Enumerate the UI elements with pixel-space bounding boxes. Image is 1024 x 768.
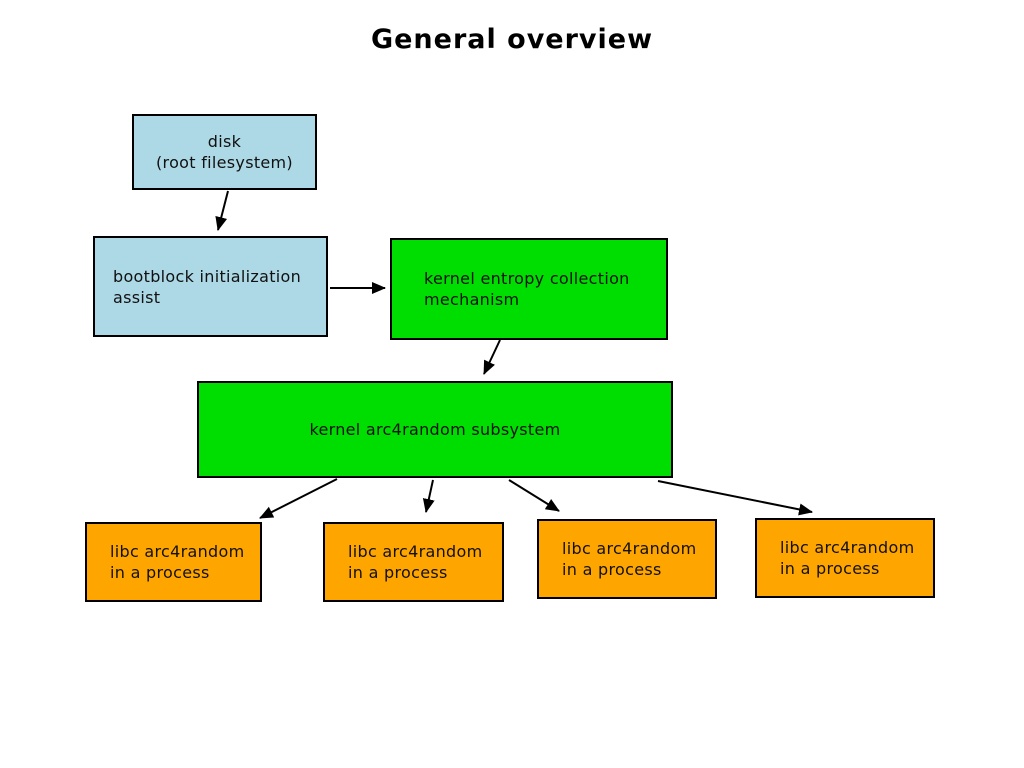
arrow-subsystem-to-libc1 [259, 478, 338, 519]
node-libc-process-3: libc arc4random in a process [537, 519, 717, 599]
node-bootblock: bootblock initialization assist [93, 236, 328, 337]
node-subsystem: kernel arc4random subsystem [197, 381, 673, 478]
arrow-subsystem-to-libc4 [657, 480, 813, 516]
node-disk-label: disk (root filesystem) [156, 132, 293, 172]
node-libc-process-2-label: libc arc4random in a process [348, 542, 483, 582]
node-entropy: kernel entropy collection mechanism [390, 238, 668, 340]
slide-title: General overview [370, 24, 654, 55]
arrow-disk-to-bootblock [215, 190, 229, 231]
node-libc-process-1: libc arc4random in a process [85, 522, 262, 602]
node-disk: disk (root filesystem) [132, 114, 317, 190]
node-bootblock-label: bootblock initialization assist [113, 266, 302, 307]
arrow-subsystem-to-libc3 [508, 479, 560, 512]
node-libc-process-4-label: libc arc4random in a process [780, 538, 915, 578]
node-libc-process-2: libc arc4random in a process [323, 522, 504, 602]
node-libc-process-4: libc arc4random in a process [755, 518, 935, 598]
node-subsystem-label: kernel arc4random subsystem [309, 420, 561, 439]
arrow-subsystem-to-libc2 [422, 479, 435, 513]
arrow-entropy-to-subsystem [483, 339, 501, 375]
node-libc-process-3-label: libc arc4random in a process [562, 539, 697, 579]
node-entropy-label: kernel entropy collection mechanism [424, 269, 630, 309]
node-libc-process-1-label: libc arc4random in a process [110, 542, 245, 582]
